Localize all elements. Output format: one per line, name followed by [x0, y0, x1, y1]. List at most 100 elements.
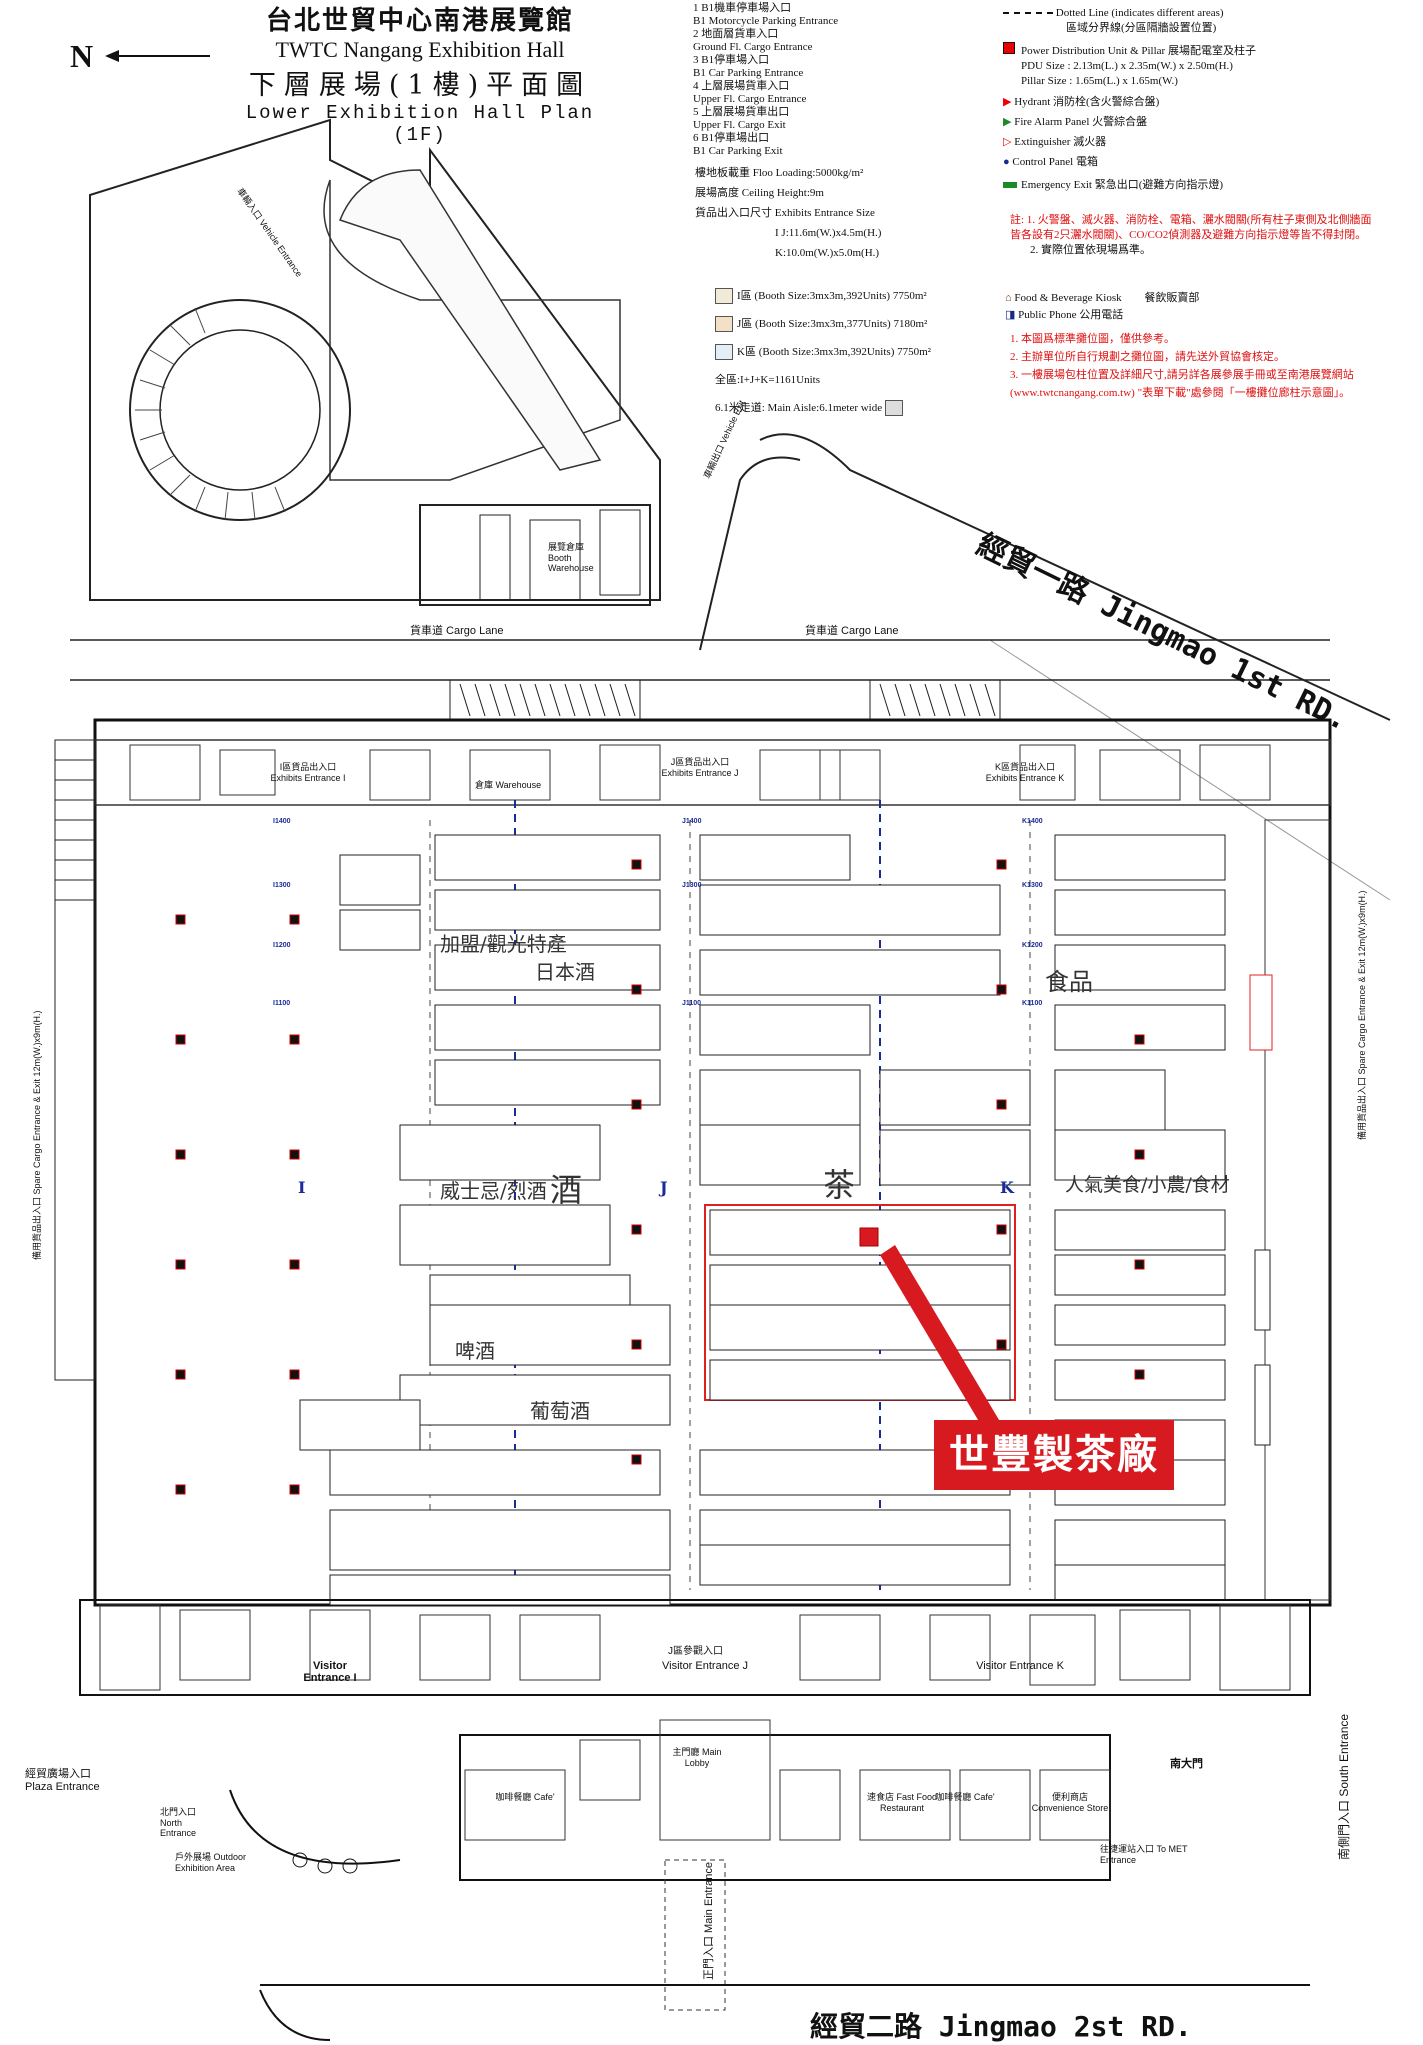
zone-specs: I區 (Booth Size:3mx3m,392Units) 7750m² J區…	[715, 282, 1005, 422]
col-label-k1300: K1300	[1022, 882, 1043, 889]
legend-extinguisher: ▷ Extinguisher 滅火器	[1003, 136, 1107, 148]
main-lobby: 主門廳 Main Lobby	[672, 1747, 722, 1768]
zone-k-spec: K區 (Booth Size:3mx3m,392Units) 7750m²	[715, 338, 1005, 366]
road-bottom-label: 經貿二路 Jingmao 2st RD.	[810, 2010, 1192, 2043]
south-buildings	[459, 1734, 1111, 1881]
highlight-callout: 世豐製茶廠	[934, 1420, 1174, 1490]
legend-kiosk: ⌂ Food & Beverage Kiosk 餐飲販賣部	[1005, 292, 1200, 304]
met-entrance[interactable]: 往捷運站入口 To MET Entrance	[1100, 1844, 1188, 1865]
zone-j-spec: J區 (Booth Size:3mx3m,377Units) 7180m²	[715, 310, 1005, 338]
outdoor-area: 戶外展場 Outdoor Exhibition Area	[175, 1852, 247, 1873]
col-label-i1200: I1200	[273, 942, 291, 949]
spiral-ramp	[129, 299, 351, 521]
visitor-entrance-k[interactable]: Visitor Entrance K	[976, 1660, 1064, 1672]
cafe-2: 咖啡餐廳 Cafe'	[935, 1792, 995, 1802]
floor-loading: 樓地板載重 Floo Loading:5000kg/m²	[695, 167, 864, 179]
visitor-entrance-j[interactable]: Visitor Entrance J	[661, 1660, 748, 1672]
fire-alarm-icon: ▶	[1003, 116, 1012, 128]
pdu-icon	[1003, 42, 1015, 54]
col-label-k1400: K1400	[1022, 818, 1043, 825]
compass-n: N	[70, 38, 94, 74]
lobby-band	[79, 1599, 1311, 1696]
cafe-1: 咖啡餐廳 Cafe'	[495, 1792, 555, 1802]
col-label-j1100: J1100	[682, 1000, 702, 1007]
notes-red: 註: 1. 火警盤、滅火器、消防栓、電箱、灑水閥關(所有柱子東側及北側牆面皆各設…	[1010, 214, 1372, 256]
symbols-legend: Dotted Line (indicates different areas) …	[1003, 6, 1413, 193]
total-spec: 全區:I+J+K=1161Units	[715, 374, 820, 386]
notes-2: 1. 本圖爲標準攤位圖，僅供參考。 2. 主辦單位所自行規劃之攤位圖，請先送外貿…	[1010, 333, 1354, 399]
exhibits-entrance-i[interactable]: I區貨品出入口 Exhibits Entrance I	[270, 762, 346, 783]
zone-i-spec: I區 (Booth Size:3mx3m,392Units) 7750m²	[715, 282, 1005, 310]
legend-phone: ◨ Public Phone 公用電話	[1005, 309, 1124, 321]
col-label-i1400: I1400	[273, 818, 291, 825]
col-label-k1100: K1100	[1022, 1000, 1043, 1007]
plan-title-en: Lower Exhibition Hall Plan (1F)	[245, 102, 595, 146]
road-curve	[759, 433, 1391, 721]
spare-cargo-right[interactable]: 備用貨品出入口 Spare Cargo Entrance & Exit 12m(…	[1357, 890, 1367, 1140]
zone-j-swatch	[715, 316, 733, 333]
spare-cargo-left[interactable]: 備用貨品出入口 Spare Cargo Entrance & Exit 12m(…	[32, 1010, 42, 1260]
col-label-j1400: J1400	[682, 818, 702, 825]
extinguisher-icon: ▷	[1003, 136, 1012, 148]
zone-tea: 茶	[823, 1166, 856, 1204]
zone-whisky: 威士忌/烈酒	[440, 1179, 547, 1203]
legend-hydrant: ▶ Hydrant 消防栓(含火警綜合盤)	[1003, 96, 1160, 108]
zone-k-label: K	[1000, 1178, 1014, 1197]
zone-j-label: J	[660, 1178, 668, 1197]
zone-i-swatch	[715, 288, 733, 305]
zone-beer: 啤酒	[455, 1339, 495, 1363]
legend-pdu: Power Distribution Unit & Pillar 展場配電室及柱…	[1003, 42, 1413, 59]
north-entrance[interactable]: 北門入口 North Entrance	[160, 1807, 197, 1838]
cargo-lane-right: 貨車道 Cargo Lane	[805, 625, 899, 637]
col-label-k1200: K1200	[1022, 942, 1043, 949]
legend-control-panel: ● Control Panel 電箱	[1003, 156, 1098, 168]
callout-arrow	[880, 1245, 1005, 1440]
convenience-store: 便利商店 Convenience Store	[1031, 1792, 1109, 1813]
specs-block: 樓地板載重 Floo Loading:5000kg/m² 展場高度 Ceilin…	[695, 163, 995, 263]
emergency-exit-icon	[1003, 182, 1017, 188]
warehouse-label: 倉庫 Warehouse	[475, 780, 542, 790]
fast-food: 速食店 Fast Food Restaurant	[866, 1792, 938, 1813]
zone-sake: 日本酒	[535, 960, 595, 984]
plaza-entrance[interactable]: 經貿廣場入口 Plaza Entrance	[25, 1768, 100, 1793]
south-entrance[interactable]: 南側門入口 South Entrance	[1337, 1713, 1351, 1860]
booth-warehouse-label: 展覽倉庫 Booth Warehouse	[548, 542, 594, 573]
exhibits-entrance-j[interactable]: J區貨品出入口 Exhibits Entrance J	[661, 757, 739, 778]
hydrant-icon: ▶	[1003, 96, 1012, 108]
col-label-j1300: J1300	[682, 882, 702, 889]
visitor-entrance-i[interactable]: Visitor Entrance I	[303, 1660, 357, 1684]
title-block: 台北世貿中心南港展覽館 TWTC Nangang Exhibition Hall…	[230, 0, 610, 146]
legend-dotted: Dotted Line (indicates different areas)	[1003, 6, 1413, 21]
zone-food: 食品	[1045, 968, 1093, 996]
zone-i-label: I	[298, 1178, 306, 1197]
legend-emergency-exit: Emergency Exit 緊急出口(避難方向指示燈)	[1003, 178, 1413, 193]
south-gate-label: 南大門	[1170, 1758, 1203, 1770]
zone-k-swatch	[715, 344, 733, 361]
exhibits-entrance-k[interactable]: K區貨品出入口 Exhibits Entrance K	[985, 762, 1065, 783]
ramp-structure	[339, 169, 602, 471]
zone-liquor: 酒	[550, 1171, 583, 1209]
legend-fire-alarm: ▶ Fire Alarm Panel 火警綜合盤	[1003, 116, 1148, 128]
compass-arrow-icon	[110, 55, 210, 57]
title-zh: 台北世貿中心南港展覽館	[265, 6, 574, 36]
col-label-i1300: I1300	[273, 882, 291, 889]
aisle-swatch	[884, 400, 903, 417]
ramp-outline	[89, 118, 661, 601]
main-entrance[interactable]: 正門入口 Main Entrance	[703, 1862, 715, 1980]
phone-icon: ◨	[1005, 309, 1016, 321]
plan-title-zh: 下層展場(1樓)平面圖	[248, 70, 592, 101]
cargo-size: 貨品出入口尺寸 Exhibits Entrance Size	[695, 207, 875, 219]
control-panel-icon: ●	[1003, 156, 1010, 168]
zone-franchise: 加盟/觀光特產	[440, 932, 567, 956]
compass-arrowhead-icon	[105, 50, 119, 62]
cargo-size-ij: I J:11.6m(W.)x4.5m(H.)	[775, 227, 882, 239]
